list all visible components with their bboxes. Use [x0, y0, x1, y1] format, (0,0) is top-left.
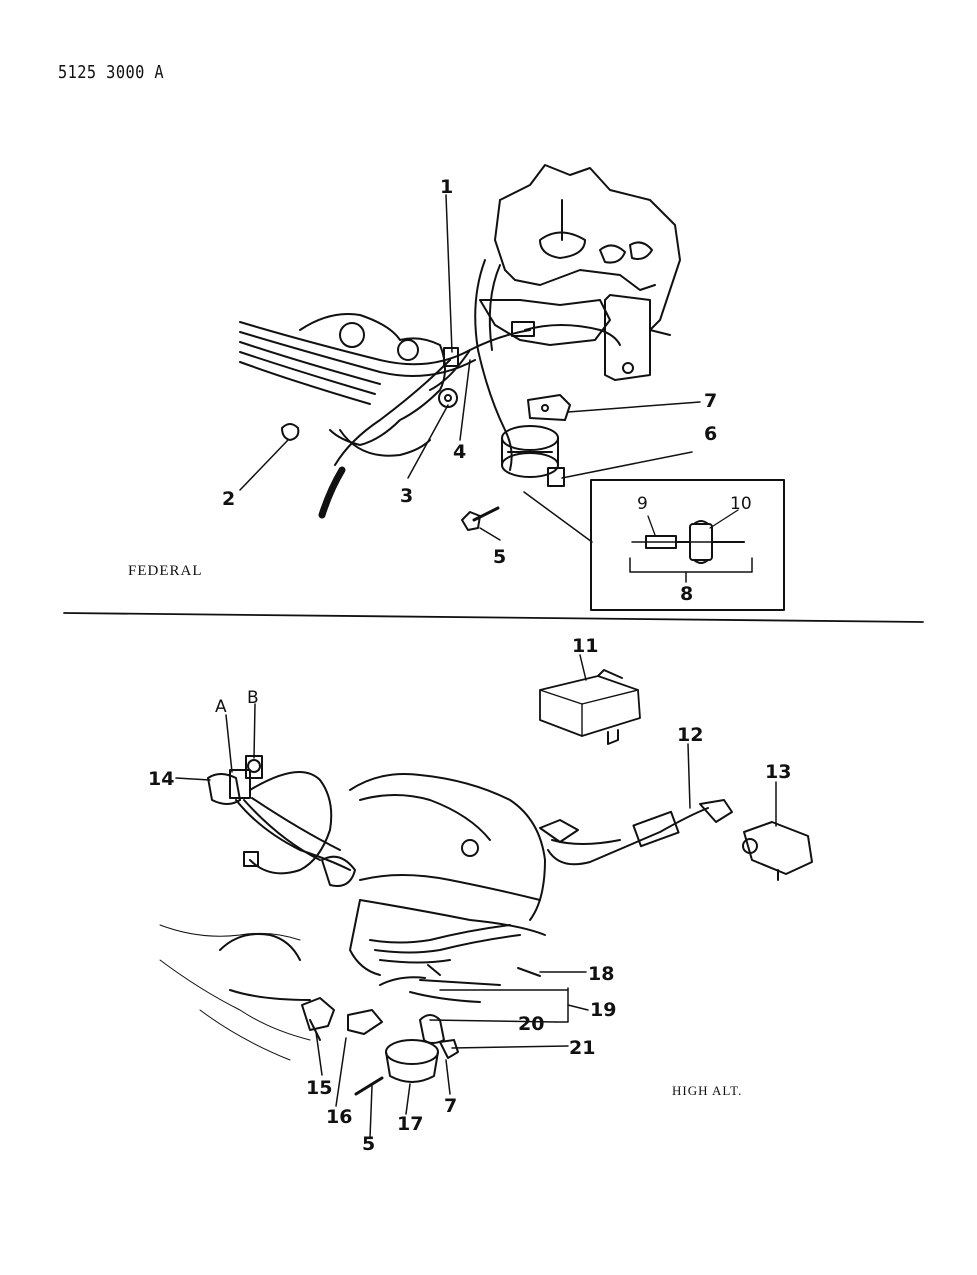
- federal-engine-illustration: [239, 164, 681, 531]
- federal-leader-lines: [239, 194, 701, 543]
- callout-15: 15: [306, 1077, 332, 1099]
- callout-A: A: [215, 697, 227, 717]
- callout-12: 12: [677, 724, 703, 746]
- federal-view-label: FEDERAL: [128, 563, 203, 579]
- high-alt-view-label: HIGH ALT.: [672, 1083, 743, 1098]
- callout-7-high: 7: [444, 1095, 457, 1117]
- high-alt-callouts: 11 12 13 14 A B 15 16 5 17 7 18 19 20 21: [148, 635, 791, 1155]
- federal-callouts: 1 2 3 4 5 6 7: [222, 176, 717, 568]
- inset-detail-box: [590, 479, 785, 611]
- callout-3: 3: [400, 485, 413, 507]
- callout-7: 7: [704, 390, 717, 412]
- callout-20: 20: [518, 1013, 544, 1035]
- callout-17: 17: [397, 1113, 423, 1135]
- callout-4: 4: [453, 441, 466, 463]
- document-number: 5125 3000 A: [58, 62, 165, 83]
- high-alt-engine-illustration: [159, 669, 813, 1096]
- callout-18: 18: [588, 963, 614, 985]
- inset-callouts: 9 10 8: [637, 494, 752, 605]
- callout-B: B: [247, 688, 259, 708]
- callout-10: 10: [730, 494, 752, 514]
- callout-6: 6: [704, 423, 717, 445]
- callout-13: 13: [765, 761, 791, 783]
- callout-16: 16: [326, 1106, 352, 1128]
- callout-8: 8: [680, 583, 693, 605]
- section-divider: [63, 612, 924, 623]
- callout-21: 21: [569, 1037, 595, 1059]
- callout-14: 14: [148, 768, 174, 790]
- high-alt-leader-lines: [175, 654, 777, 1139]
- callout-19: 19: [590, 999, 616, 1021]
- callout-5: 5: [493, 546, 506, 568]
- callout-5-high: 5: [362, 1133, 375, 1155]
- callout-9: 9: [637, 494, 648, 514]
- callout-2: 2: [222, 488, 235, 510]
- callout-11: 11: [572, 635, 598, 657]
- callout-1: 1: [440, 176, 453, 198]
